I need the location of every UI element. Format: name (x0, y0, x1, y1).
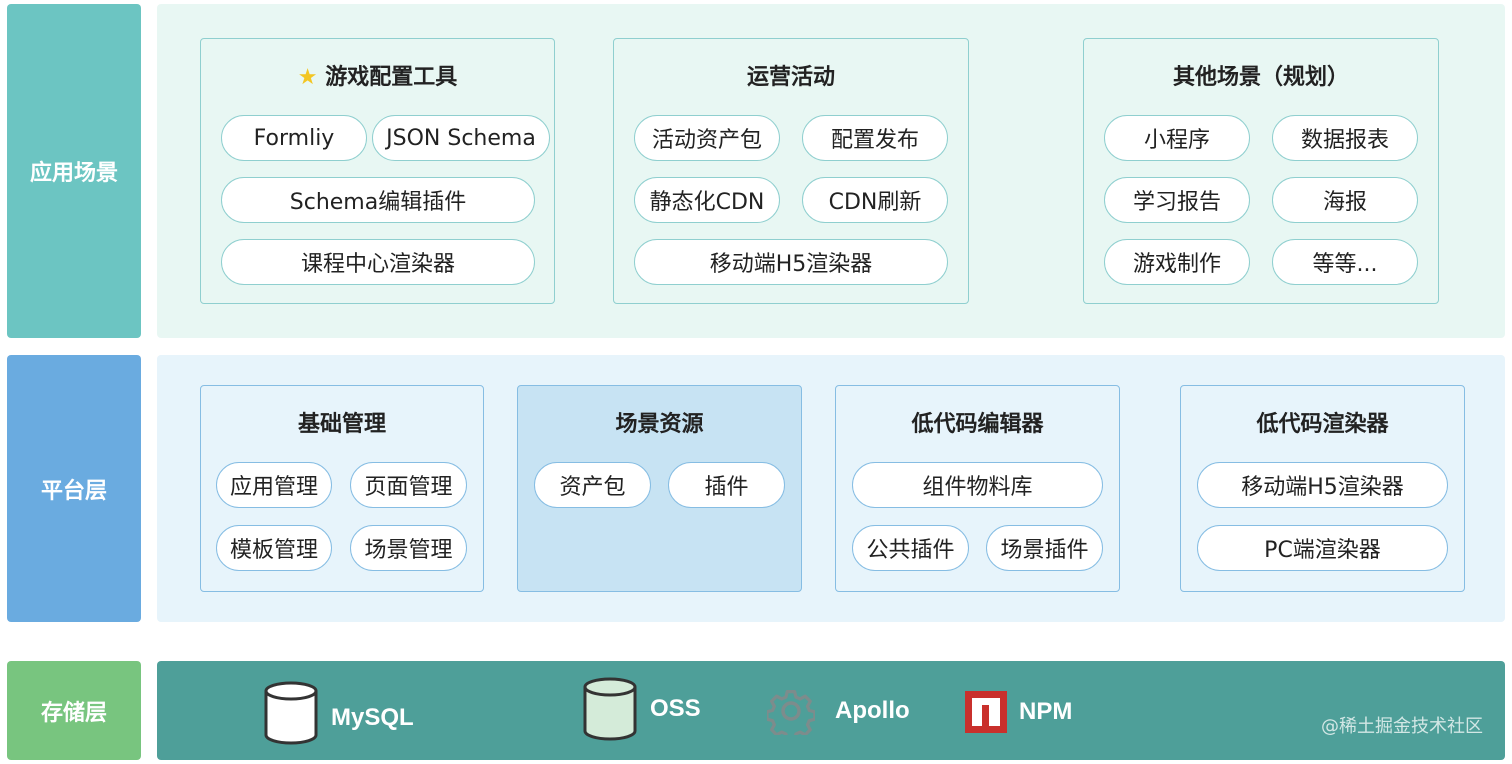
pill-formliy[interactable]: Formliy (221, 115, 367, 161)
storage-item-mysql[interactable]: MySQL (263, 681, 414, 745)
database-icon (583, 677, 637, 741)
pill-app-management[interactable]: 应用管理 (216, 462, 332, 508)
storage-item-npm[interactable]: NPM (965, 691, 1072, 733)
storage-label: MySQL (331, 704, 414, 731)
pill-template-management[interactable]: 模板管理 (216, 525, 332, 571)
pill-static-cdn[interactable]: 静态化CDN (634, 177, 780, 223)
group-lowcode-editor: 低代码编辑器 组件物料库 公共插件 场景插件 (835, 385, 1120, 592)
group-title: 其他场景（规划） (1172, 65, 1349, 90)
pill-learning-report[interactable]: 学习报告 (1104, 177, 1250, 223)
layer-label-application: 应用场景 (7, 4, 141, 338)
storage-item-oss[interactable]: OSS (582, 677, 701, 741)
watermark: @稀土掘金技术社区 (1321, 716, 1483, 737)
group-lowcode-renderer: 低代码渲染器 移动端H5渲染器 PC端渲染器 (1180, 385, 1465, 592)
npm-icon (965, 691, 1007, 733)
group-scene-resources: 场景资源 资产包 插件 (517, 385, 802, 592)
layer-label-platform: 平台层 (7, 355, 141, 622)
pill-mobile-h5-renderer[interactable]: 移动端H5渲染器 (634, 239, 948, 285)
platform-band: 基础管理 应用管理 页面管理 模板管理 场景管理 场景资源 资产包 插件 低代码… (157, 355, 1505, 622)
star-icon: ★ (297, 65, 318, 90)
group-title: 低代码编辑器 (911, 412, 1044, 437)
storage-label: NPM (1019, 698, 1073, 725)
pill-config-publish[interactable]: 配置发布 (802, 115, 948, 161)
pill-poster[interactable]: 海报 (1272, 177, 1418, 223)
group-title: 基础管理 (297, 412, 386, 437)
group-operations-activity: 运营活动 活动资产包 配置发布 静态化CDN CDN刷新 移动端H5渲染器 (613, 38, 969, 304)
pill-pc-renderer[interactable]: PC端渲染器 (1197, 525, 1448, 571)
pill-scene-plugin[interactable]: 场景插件 (986, 525, 1103, 571)
pill-page-management[interactable]: 页面管理 (350, 462, 467, 508)
pill-mini-program[interactable]: 小程序 (1104, 115, 1250, 161)
pill-plugin[interactable]: 插件 (668, 462, 785, 508)
pill-data-report[interactable]: 数据报表 (1272, 115, 1418, 161)
group-title: ★ 游戏配置工具 (297, 65, 458, 90)
pill-mobile-h5-renderer[interactable]: 移动端H5渲染器 (1197, 462, 1448, 508)
gear-icon (767, 689, 815, 735)
storage-item-apollo[interactable]: Apollo (767, 687, 910, 735)
pill-cdn-refresh[interactable]: CDN刷新 (802, 177, 948, 223)
group-title: 低代码渲染器 (1256, 412, 1389, 437)
pill-scene-management[interactable]: 场景管理 (350, 525, 467, 571)
pill-common-plugin[interactable]: 公共插件 (852, 525, 969, 571)
storage-label: Apollo (835, 697, 910, 724)
pill-component-library[interactable]: 组件物料库 (852, 462, 1103, 508)
storage-label: OSS (650, 695, 701, 722)
pill-etc[interactable]: 等等... (1272, 239, 1418, 285)
storage-band: MySQL OSS Apollo NPM @稀土掘金技术社区 (157, 661, 1505, 760)
group-basic-management: 基础管理 应用管理 页面管理 模板管理 场景管理 (200, 385, 484, 592)
pill-activity-asset-package[interactable]: 活动资产包 (634, 115, 780, 161)
layer-label-storage: 存储层 (7, 661, 141, 760)
group-title: 场景资源 (615, 412, 704, 437)
group-game-config-tool: ★ 游戏配置工具 Formliy JSON Schema Schema编辑插件 … (200, 38, 555, 304)
pill-json-schema[interactable]: JSON Schema (372, 115, 550, 161)
pill-course-center-renderer[interactable]: 课程中心渲染器 (221, 239, 535, 285)
database-icon (264, 681, 318, 745)
pill-asset-package[interactable]: 资产包 (534, 462, 651, 508)
group-title: 运营活动 (746, 65, 835, 90)
pill-schema-editor-plugin[interactable]: Schema编辑插件 (221, 177, 535, 223)
pill-game-making[interactable]: 游戏制作 (1104, 239, 1250, 285)
group-other-scenarios: 其他场景（规划） 小程序 数据报表 学习报告 海报 游戏制作 等等... (1083, 38, 1439, 304)
